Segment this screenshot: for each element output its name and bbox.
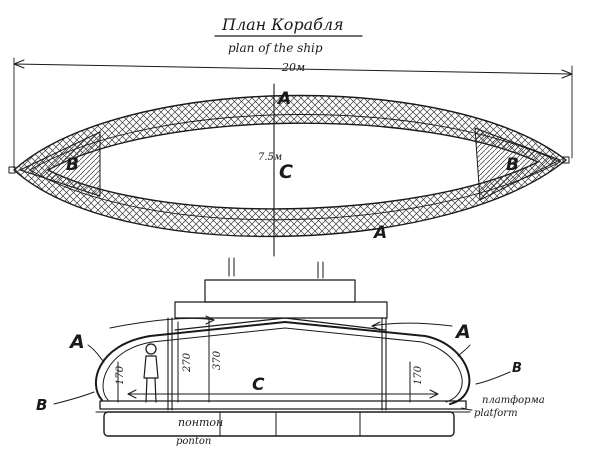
pontoon-body — [103, 411, 455, 437]
hatch-end-left — [18, 131, 101, 197]
roof-slope — [174, 317, 386, 331]
nose-marker-left — [8, 166, 16, 174]
section-label-a-right: A — [454, 321, 471, 343]
plan-label-b-right: B — [506, 155, 519, 175]
height-370: 370 — [212, 350, 223, 370]
plan-label-a-bottom: A — [372, 223, 387, 243]
nose-marker-right — [562, 156, 570, 164]
plan-view: 20м 7.5м C A A B B — [8, 57, 573, 257]
plan-label-a-top: A — [276, 89, 291, 109]
hull-inner-line-top — [29, 114, 561, 171]
leader-b-right — [475, 371, 511, 385]
length-dimension-line — [13, 63, 573, 75]
height-270: 270 — [182, 352, 193, 373]
section-label-c: C — [252, 375, 265, 395]
title-en: plan of the ship — [228, 41, 323, 55]
height-170-left: 170 — [115, 365, 126, 385]
c-span-arrow-left — [127, 389, 137, 399]
pontoon-ru: понтон — [178, 416, 223, 429]
platform-deck — [99, 400, 467, 410]
c-span-arrow-right — [429, 389, 439, 399]
plan-label-b-left: B — [66, 155, 79, 175]
plan-center-label: C — [279, 161, 293, 183]
section-label-a-left: A — [68, 331, 85, 353]
leader-a-top-left — [109, 317, 215, 329]
hull-outline-outer — [94, 321, 471, 405]
section-view: 170 270 370 170 C A A B B понтон ponton … — [36, 257, 545, 447]
plan-width-label: 7.5м — [258, 152, 282, 163]
hull-inner-line-bottom — [29, 161, 561, 221]
section-label-b-right: B — [512, 361, 522, 376]
leader-platform — [461, 407, 473, 411]
upper-deck-box — [204, 279, 356, 303]
platform-en: platform — [474, 408, 518, 419]
height-170-right: 170 — [413, 365, 424, 385]
hull-outline-inner — [102, 327, 463, 403]
leader-a-top-left-arrow — [205, 315, 215, 325]
title-ru: План Корабля — [221, 15, 344, 34]
platform-ru: платформа — [482, 395, 545, 406]
section-label-b-left: B — [36, 396, 47, 414]
human-figure — [143, 343, 159, 403]
leader-a-right — [457, 344, 471, 357]
leader-a-top-right — [371, 322, 453, 327]
leader-a-left — [87, 344, 105, 363]
leader-a-top-right-arrow — [371, 321, 381, 331]
leader-b-left — [53, 391, 95, 405]
mid-deck-box — [174, 301, 388, 319]
pontoon-en: ponton — [176, 436, 211, 447]
plan-length-label: 20м — [281, 61, 305, 74]
